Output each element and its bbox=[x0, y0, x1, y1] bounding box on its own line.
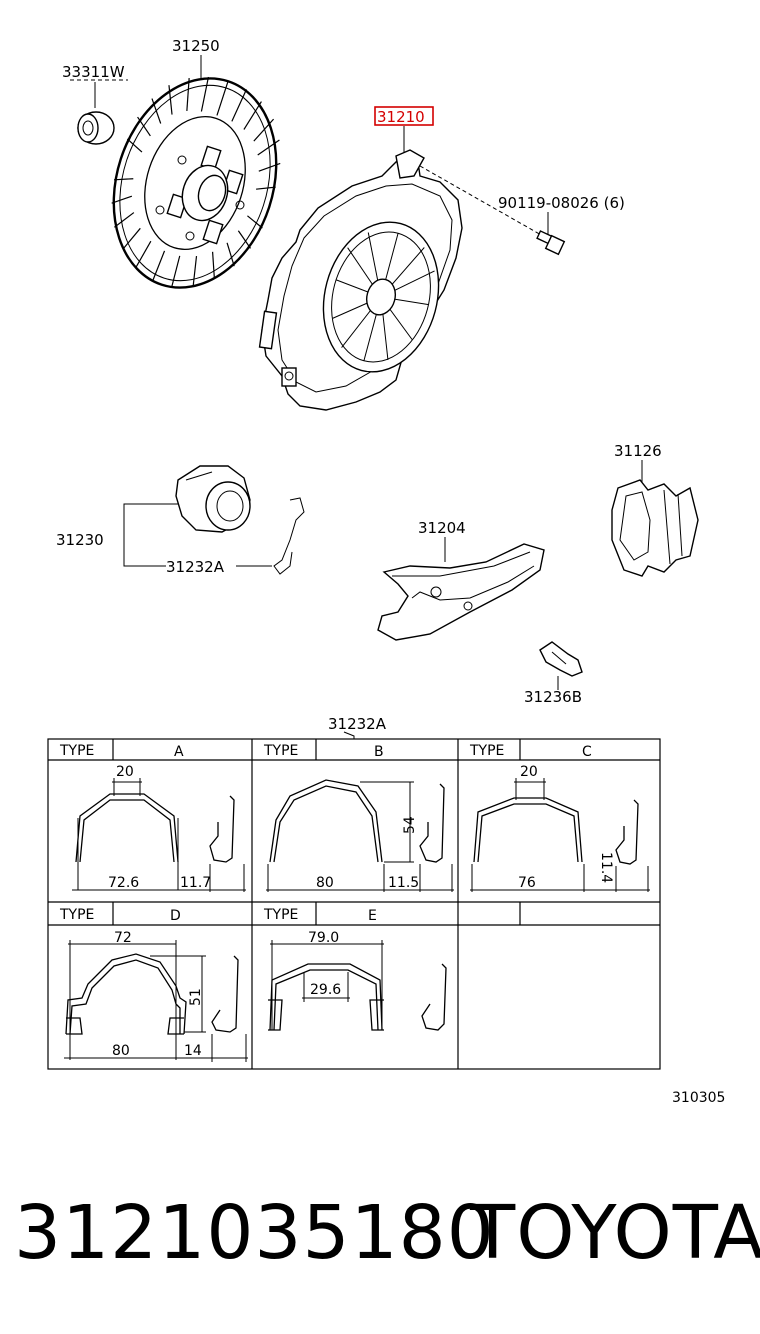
bolt-90119-08026: 90119-08026 (6) bbox=[498, 194, 625, 256]
label-31250[interactable]: 31250 bbox=[172, 37, 220, 55]
dim-a-span: 72.6 bbox=[108, 875, 139, 891]
type-header-e: TYPE bbox=[263, 907, 298, 923]
clip-type-e: 79.0 29.6 bbox=[268, 930, 447, 1031]
type-e: E bbox=[368, 908, 377, 924]
dim-d-span: 80 bbox=[112, 1043, 130, 1059]
type-b: B bbox=[374, 744, 384, 760]
type-c: C bbox=[582, 744, 592, 760]
clip-type-c: 20 76 11.4 bbox=[470, 764, 650, 892]
label-31210[interactable]: 31210 bbox=[377, 108, 425, 126]
clip-type-d: 72 51 80 14 bbox=[64, 930, 248, 1062]
type-header-b: TYPE bbox=[263, 743, 298, 759]
dim-c-span: 76 bbox=[518, 875, 536, 891]
type-header-d: TYPE bbox=[59, 907, 94, 923]
dim-d-width: 72 bbox=[114, 930, 132, 946]
dim-c-width: 20 bbox=[520, 764, 538, 780]
dim-b-height: 54 bbox=[402, 816, 418, 834]
dim-e-inner: 29.6 bbox=[310, 982, 341, 998]
dim-b-depth: 11.5 bbox=[388, 875, 419, 891]
highlight-31210 bbox=[374, 106, 434, 126]
dim-a-depth: 11.7 bbox=[180, 875, 211, 891]
brand-text: TOYOTA bbox=[470, 1190, 760, 1276]
label-90119-08026[interactable]: 90119-08026 (6) bbox=[498, 194, 625, 212]
dim-a-width: 20 bbox=[116, 764, 134, 780]
clip-type-a: 20 72.6 11.7 bbox=[72, 764, 246, 892]
type-d: D bbox=[170, 908, 181, 924]
label-31236b[interactable]: 31236B bbox=[524, 688, 582, 706]
type-header-c: TYPE bbox=[469, 743, 504, 759]
label-31204[interactable]: 31204 bbox=[418, 519, 466, 537]
table-title[interactable]: 31232A bbox=[328, 715, 387, 733]
dim-c-depth: 11.4 bbox=[598, 852, 614, 883]
boot-31126: 31126 bbox=[611, 442, 699, 577]
release-fork-31204: 31204 bbox=[377, 519, 545, 641]
clip-type-b: 54 80 11.5 bbox=[266, 779, 454, 892]
diagram-code: 310305 bbox=[672, 1090, 725, 1106]
dim-d-depth: 14 bbox=[184, 1043, 202, 1059]
pivot-31236b: 31236B bbox=[524, 641, 583, 706]
dim-b-span: 80 bbox=[316, 875, 334, 891]
type-a: A bbox=[174, 744, 184, 760]
label-31232a[interactable]: 31232A bbox=[166, 558, 225, 576]
label-33311w[interactable]: 33311W bbox=[62, 63, 125, 81]
release-bearing-31230: 31230 31232A bbox=[56, 465, 305, 576]
type-header-a: TYPE bbox=[59, 743, 94, 759]
dim-d-height: 51 bbox=[188, 988, 204, 1006]
clip-type-table: 31232A TYPE A TYPE B TYPE C TYPE D TYPE … bbox=[47, 715, 725, 1106]
label-31230[interactable]: 31230 bbox=[56, 531, 104, 549]
clutch-disc-31250: 31250 bbox=[111, 37, 281, 289]
part-number-text: 3121035180 bbox=[14, 1190, 495, 1276]
pilot-bearing-33311w: 33311W bbox=[62, 63, 128, 145]
dim-e-width: 79.0 bbox=[308, 930, 339, 946]
clutch-cover-31210: 31210 bbox=[258, 106, 551, 411]
label-31126[interactable]: 31126 bbox=[614, 442, 662, 460]
